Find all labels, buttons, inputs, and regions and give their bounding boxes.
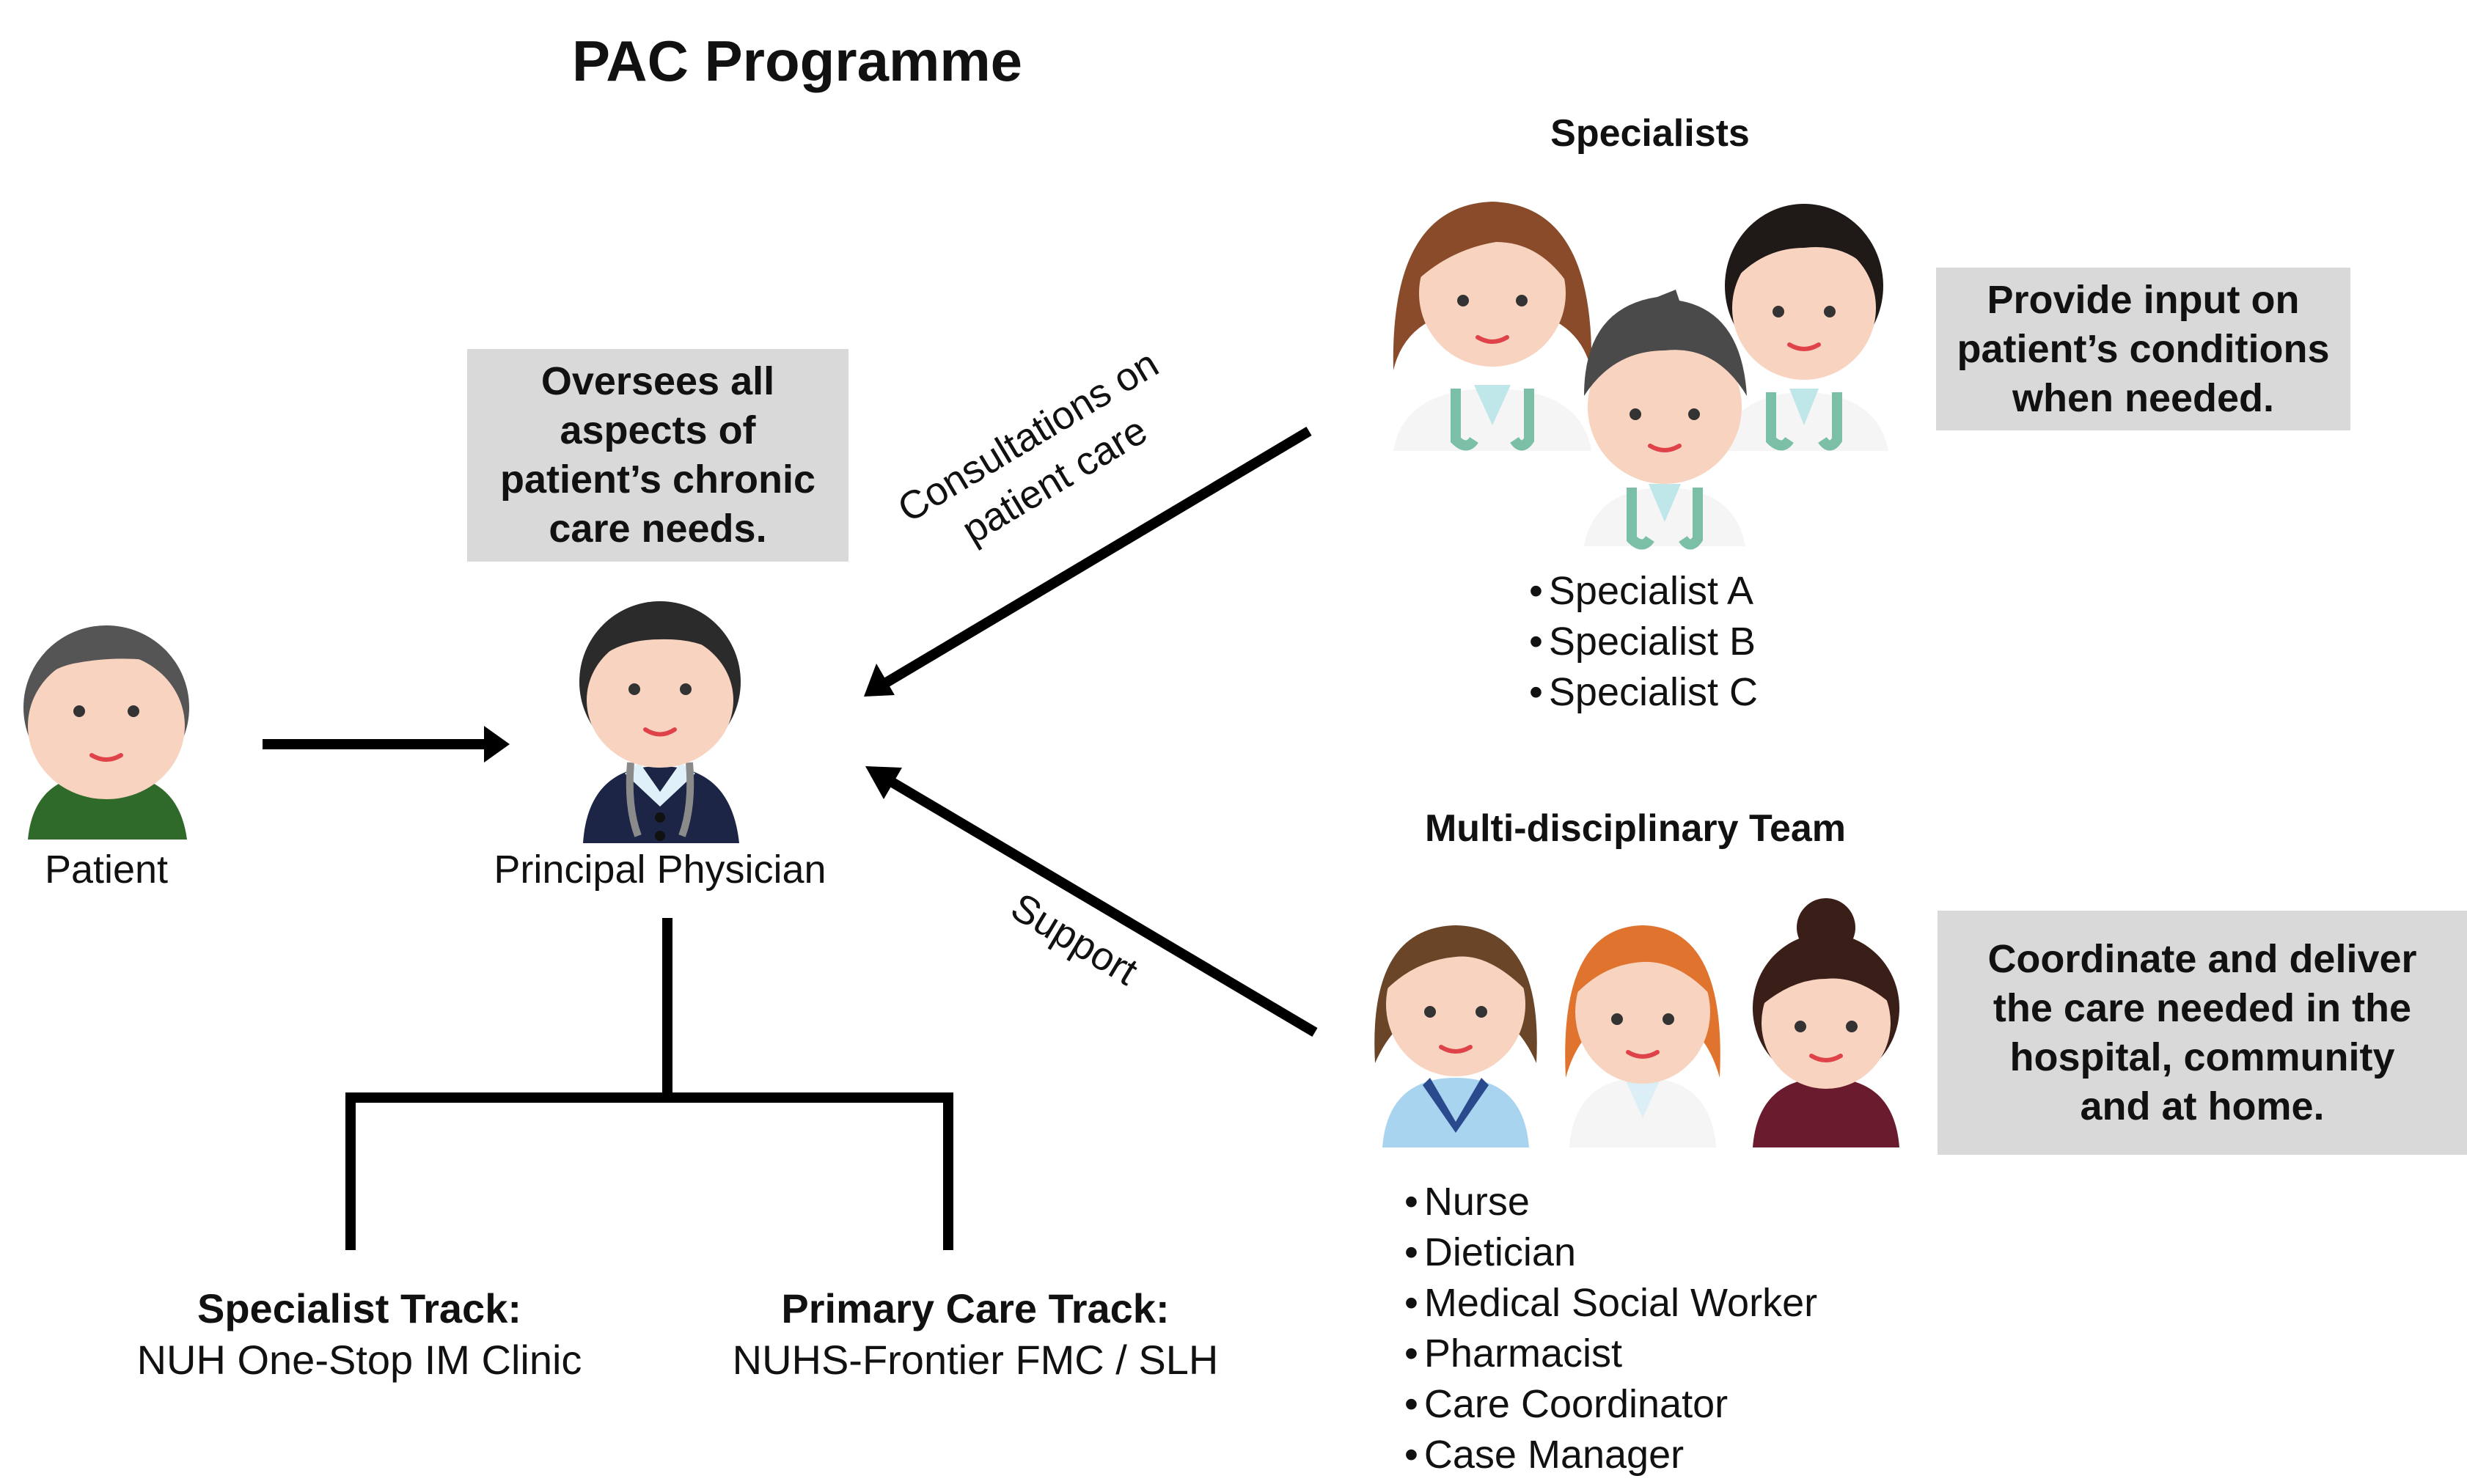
specialist-item: Specialist A bbox=[1529, 566, 1758, 617]
team-item: Dietician bbox=[1404, 1227, 1817, 1278]
specialists-note-line: Provide input on bbox=[1987, 277, 2300, 322]
specialist-track: Specialist Track: NUH One-Stop IM Clinic bbox=[103, 1283, 616, 1386]
specialists-note-line: patient’s conditions bbox=[1957, 326, 2330, 371]
team-list: Nurse Dietician Medical Social Worker Ph… bbox=[1404, 1177, 1817, 1480]
team-note-line: and at home. bbox=[2080, 1084, 2325, 1128]
physician-label: Principal Physician bbox=[494, 848, 826, 892]
diagram-title: PAC Programme bbox=[572, 29, 1023, 93]
team-note-line: hospital, community bbox=[2009, 1035, 2395, 1079]
support-arrow bbox=[884, 774, 1318, 1037]
specialists-heading: Specialists bbox=[1550, 112, 1750, 155]
specialists-note-line: when needed. bbox=[2012, 375, 2275, 420]
primary-care-track-name: Primary Care Track: bbox=[781, 1285, 1170, 1331]
specialists-list: Specialist A Specialist B Specialist C bbox=[1529, 566, 1758, 718]
physician-note-line: care needs. bbox=[549, 507, 767, 551]
physician-note-box: Oversees all aspects of patient’s chroni… bbox=[467, 349, 848, 562]
team-item: Nurse bbox=[1404, 1177, 1817, 1227]
primary-care-track: Primary Care Track: NUHS-Frontier FMC / … bbox=[704, 1283, 1247, 1386]
specialist-item: Specialist B bbox=[1529, 617, 1758, 667]
physician-note-line: patient’s chronic bbox=[499, 458, 816, 502]
specialists-figures bbox=[1393, 202, 1888, 550]
team-note-line: the care needed in the bbox=[1993, 985, 2412, 1030]
specialists-note-box: Provide input on patient’s conditions wh… bbox=[1936, 268, 2350, 430]
specialist-track-name: Specialist Track: bbox=[197, 1285, 521, 1331]
team-item: Case Manager bbox=[1404, 1430, 1817, 1480]
team-heading: Multi-disciplinary Team bbox=[1424, 807, 1847, 850]
patient-figure bbox=[23, 625, 189, 840]
physician-figure bbox=[579, 601, 741, 843]
team-figures bbox=[1374, 898, 1899, 1147]
team-item: Care Coordinator bbox=[1404, 1379, 1817, 1430]
track-connector bbox=[345, 918, 953, 1250]
team-note-box: Coordinate and deliver the care needed i… bbox=[1938, 911, 2467, 1155]
specialist-track-place: NUH One-Stop IM Clinic bbox=[136, 1337, 582, 1383]
consultation-arrow bbox=[881, 426, 1312, 689]
team-note-line: Coordinate and deliver bbox=[1987, 936, 2417, 981]
specialist-item: Specialist C bbox=[1529, 667, 1758, 718]
physician-note-line: aspects of bbox=[560, 408, 756, 452]
patient-label: Patient bbox=[44, 848, 169, 892]
team-item: Pharmacist bbox=[1404, 1329, 1817, 1379]
physician-note-line: Oversees all bbox=[540, 359, 775, 403]
primary-care-track-place: NUHS-Frontier FMC / SLH bbox=[732, 1337, 1219, 1383]
team-item: Medical Social Worker bbox=[1404, 1278, 1817, 1329]
